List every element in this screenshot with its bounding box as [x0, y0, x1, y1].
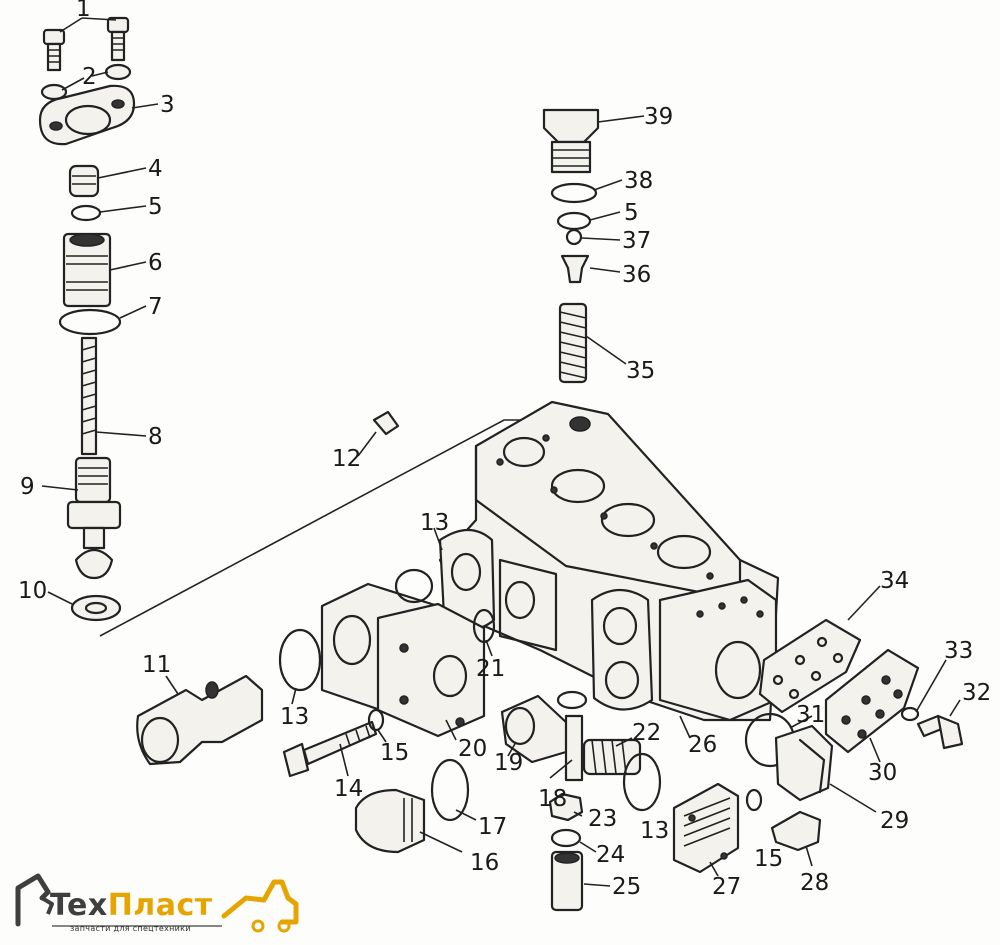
- ball-37: [565, 228, 583, 246]
- callout-19: 19: [494, 750, 523, 776]
- callout-20: 20: [458, 736, 487, 762]
- o-ring-38: [550, 182, 598, 204]
- bolt-14: [282, 720, 378, 778]
- callout-33: 33: [944, 638, 973, 664]
- plate-30: [824, 648, 920, 754]
- brand-part-2: Пласт: [107, 888, 213, 923]
- block-20: [320, 582, 486, 738]
- washer-33: [900, 706, 920, 722]
- callout-35: 35: [626, 358, 655, 384]
- bolt-32: [916, 714, 964, 750]
- o-ring-7: [58, 308, 122, 336]
- callout-39: 39: [644, 104, 673, 130]
- callout-labels: 1 2 3 4 5 6 7 8 9 10 11 12 13 13 13 14 1…: [18, 0, 991, 900]
- seat-36: [560, 254, 590, 284]
- callout-24: 24: [596, 842, 625, 868]
- plug-4: [68, 164, 100, 198]
- callout-23: 23: [588, 806, 617, 832]
- callout-9: 9: [20, 474, 35, 500]
- plug-39: [542, 108, 600, 174]
- callout-7: 7: [148, 294, 163, 320]
- callout-5-left: 5: [148, 194, 163, 220]
- callout-2: 2: [82, 64, 97, 90]
- callout-14: 14: [334, 776, 363, 802]
- callout-34: 34: [880, 568, 909, 594]
- callout-26: 26: [688, 732, 717, 758]
- o-ring-5: [70, 204, 102, 222]
- o-ring-21: [472, 608, 496, 644]
- brand-logo-graphic: [15, 873, 299, 933]
- callout-6: 6: [148, 250, 163, 276]
- callout-5-right: 5: [624, 200, 639, 226]
- o-ring-13-mid: [622, 752, 662, 812]
- callout-15-right: 15: [754, 846, 783, 872]
- washer-15-right: [745, 788, 763, 812]
- callout-12: 12: [332, 446, 361, 472]
- callout-38: 38: [624, 168, 653, 194]
- valve-9: [66, 456, 122, 580]
- callout-25: 25: [612, 874, 641, 900]
- nut-23: [548, 792, 584, 822]
- callout-10: 10: [18, 578, 47, 604]
- sleeve-6: [62, 232, 112, 308]
- gasket-34: [758, 618, 862, 714]
- callout-29: 29: [880, 808, 909, 834]
- washer-2: [40, 63, 132, 101]
- callout-11: 11: [142, 652, 171, 678]
- callout-8: 8: [148, 424, 163, 450]
- callout-31: 31: [796, 702, 825, 728]
- spring-35: [558, 302, 588, 384]
- o-ring-17: [430, 758, 470, 822]
- washer-top-18: [556, 690, 588, 710]
- o-ring-5-top: [556, 211, 592, 231]
- brand-name: TexПласт: [50, 888, 213, 923]
- bolt-1-left: [42, 28, 66, 72]
- brand-tagline: запчасти для спецтехники: [70, 924, 191, 933]
- callout-32: 32: [962, 680, 991, 706]
- spring-22: [582, 738, 642, 776]
- callout-18: 18: [538, 786, 567, 812]
- valve-body: [438, 400, 780, 722]
- o-ring-13-top: [394, 568, 434, 604]
- callout-15-left: 15: [380, 740, 409, 766]
- flange-3: [38, 84, 136, 146]
- cover-27: [672, 782, 740, 874]
- plug-16: [354, 788, 426, 854]
- callout-28: 28: [800, 870, 829, 896]
- sleeve-25: [550, 850, 584, 912]
- callout-1: 1: [76, 0, 91, 22]
- callout-37: 37: [622, 228, 651, 254]
- callout-13-left: 13: [280, 704, 309, 730]
- bolt-28: [770, 810, 822, 852]
- washer-24: [550, 828, 582, 848]
- fitting-11: [136, 674, 264, 766]
- tee-18: [564, 714, 584, 782]
- callout-21: 21: [476, 656, 505, 682]
- callout-36: 36: [622, 262, 651, 288]
- callout-16: 16: [470, 850, 499, 876]
- callout-13-mid: 13: [640, 818, 669, 844]
- callout-17: 17: [478, 814, 507, 840]
- part-12: [372, 410, 400, 436]
- washer-10: [70, 594, 122, 622]
- washer-15-left: [367, 708, 385, 732]
- callout-4: 4: [148, 156, 163, 182]
- bolt-1-right: [106, 16, 130, 62]
- callout-3: 3: [160, 92, 175, 118]
- leader-lines: [41, 17, 961, 887]
- callout-27: 27: [712, 874, 741, 900]
- plug-29: [774, 724, 834, 802]
- callout-30: 30: [868, 760, 897, 786]
- callout-22: 22: [632, 720, 661, 746]
- stem-8: [80, 336, 98, 456]
- o-ring-13-left: [278, 628, 322, 692]
- brand-part-1: Tex: [50, 888, 108, 923]
- callout-13-top: 13: [420, 510, 449, 536]
